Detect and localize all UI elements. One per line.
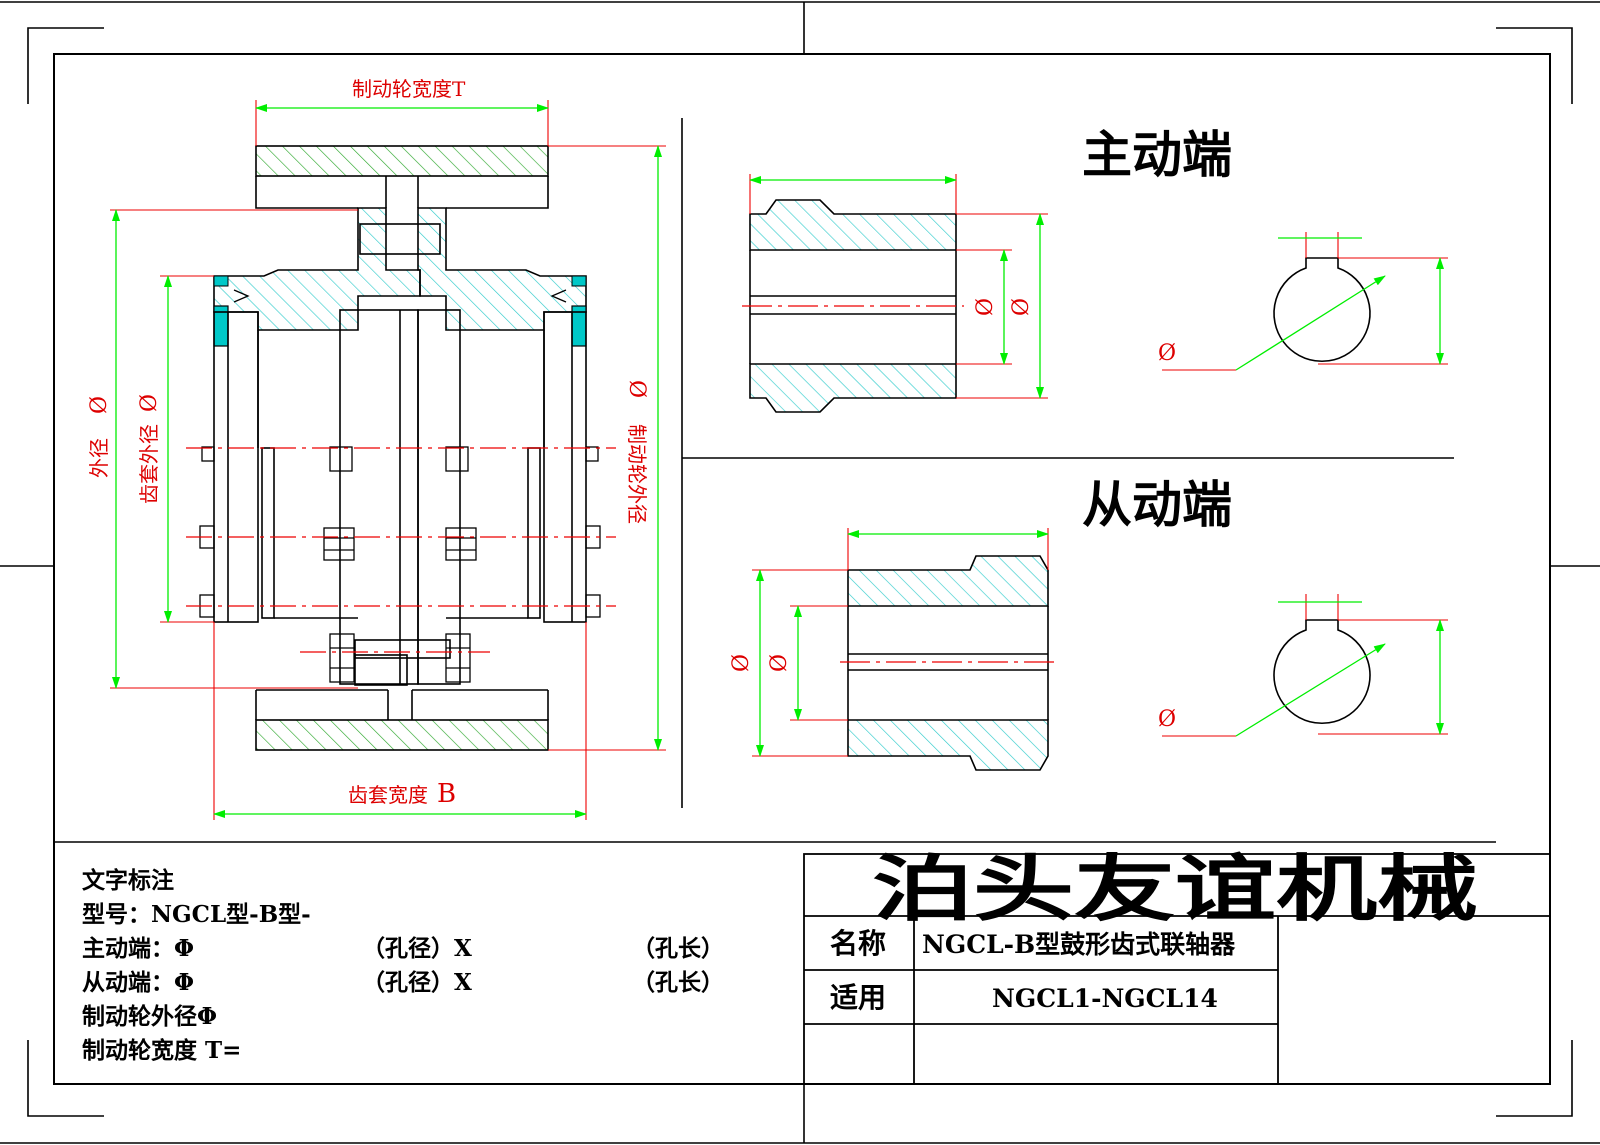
notes-driven-bore-diameter: （孔径）X	[362, 969, 472, 996]
label-driving-shaft-diameter: Ø	[1158, 341, 1176, 366]
label-gear-sleeve-width: 齿套宽度	[348, 783, 428, 807]
label-outer-diameter: 外径	[87, 438, 111, 478]
notes-driving-bore-diameter: （孔径）X	[362, 935, 472, 962]
brake-rim-top	[255, 145, 549, 177]
title-block: 泊头友谊机械 名称 NGCL-B型鼓形齿式联轴器 适用 NGCL1-NGCL14	[803, 847, 1551, 1085]
coupling-assembly	[186, 145, 616, 751]
notes-driven-bore-length: （孔长）	[632, 969, 724, 996]
label-driven-shaft-diameter: Ø	[1158, 707, 1176, 732]
title-driving-end: 主动端	[1082, 126, 1232, 184]
driving-end-view: 主动端 Ø Ø	[742, 126, 1448, 413]
applicable-label: 适用	[830, 981, 886, 1014]
name-label: 名称	[830, 927, 886, 960]
applicable-value: NGCL1-NGCL14	[992, 984, 1218, 1013]
label-gear-sleeve-diameter-symbol: Ø	[137, 394, 162, 412]
label-gear-sleeve-outer-diameter: 齿套外径	[137, 424, 161, 504]
name-value: NGCL-B型鼓形齿式联轴器	[922, 930, 1236, 959]
label-driven-outer-diameter: Ø	[729, 654, 754, 672]
label-driven-bore-diameter: Ø	[767, 654, 792, 672]
notes-brake-od: 制动轮外径Φ	[82, 1003, 217, 1030]
label-brake-wheel-width: 制动轮宽度T	[352, 77, 466, 101]
notes-block: 文字标注 型号：NGCL型-B型- 主动端：Φ （孔径）X （孔长） 从动端：Φ…	[82, 867, 724, 1064]
label-brake-wheel-diameter-symbol: Ø	[624, 380, 649, 398]
label-outer-diameter-symbol: Ø	[87, 396, 112, 414]
keyway-bore-driving	[1273, 257, 1371, 362]
title-driven-end: 从动端	[1082, 476, 1232, 534]
notes-brake-width: 制动轮宽度 T=	[82, 1037, 241, 1064]
label-gear-sleeve-width-symbol: B	[437, 779, 456, 809]
keyway-bore-driven	[1273, 619, 1371, 724]
main-dimensions: 制动轮宽度T 齿套宽度 B 外径 Ø 齿套外径 Ø 制动轮外径 Ø	[87, 77, 666, 820]
notes-driving: 主动端：Φ	[82, 935, 194, 962]
notes-heading: 文字标注	[82, 867, 174, 894]
label-driving-outer-diameter: Ø	[1009, 298, 1034, 316]
label-brake-wheel-outer-diameter: 制动轮外径	[625, 424, 649, 524]
company-name: 泊头友谊机械	[872, 847, 1478, 931]
label-driving-bore-diameter: Ø	[973, 298, 998, 316]
notes-model: 型号：NGCL型-B型-	[82, 901, 311, 928]
notes-driven: 从动端：Φ	[82, 969, 194, 996]
bolts	[199, 289, 601, 683]
brake-rim-bottom	[255, 719, 549, 751]
notes-driving-bore-length: （孔长）	[632, 935, 724, 962]
driven-end-view: 从动端 Ø Ø	[729, 476, 1448, 771]
